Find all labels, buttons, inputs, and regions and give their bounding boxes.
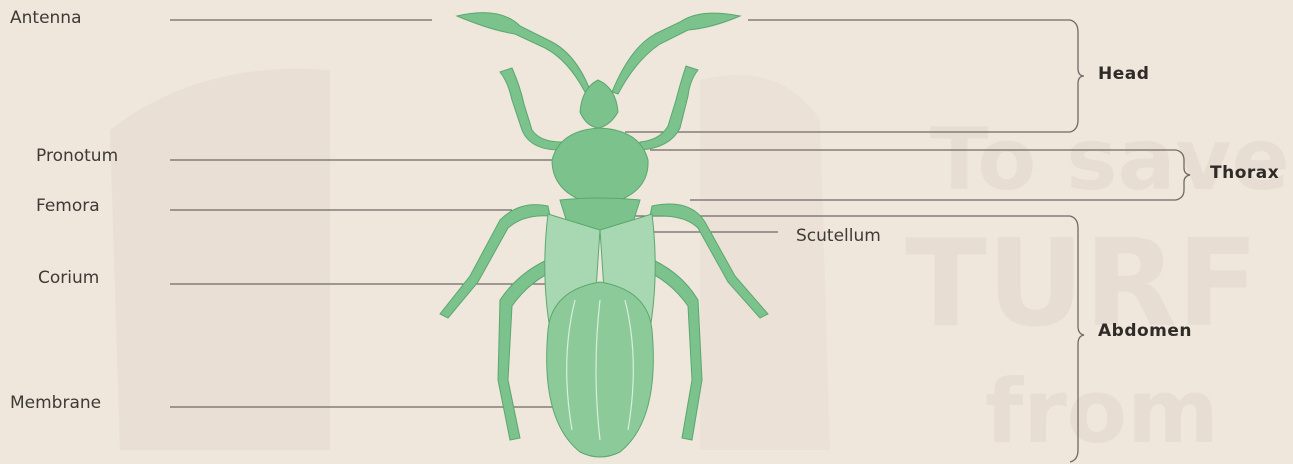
label-corium: Corium bbox=[38, 268, 99, 288]
group-thorax: Thorax bbox=[1210, 163, 1279, 183]
group-head: Head bbox=[1098, 64, 1149, 84]
pronotum bbox=[552, 128, 648, 206]
left-antenna bbox=[457, 13, 590, 92]
label-antenna: Antenna bbox=[10, 8, 82, 28]
front-left-leg bbox=[500, 68, 562, 150]
middle-left-leg bbox=[440, 205, 550, 318]
group-abdomen: Abdomen bbox=[1098, 321, 1192, 341]
right-antenna bbox=[612, 13, 740, 94]
label-membrane: Membrane bbox=[10, 393, 101, 413]
label-pronotum: Pronotum bbox=[36, 146, 118, 166]
label-scutellum: Scutellum bbox=[796, 226, 881, 246]
label-femora: Femora bbox=[36, 196, 100, 216]
membrane bbox=[547, 282, 654, 457]
front-right-leg bbox=[640, 66, 698, 150]
middle-right-leg bbox=[650, 204, 768, 318]
